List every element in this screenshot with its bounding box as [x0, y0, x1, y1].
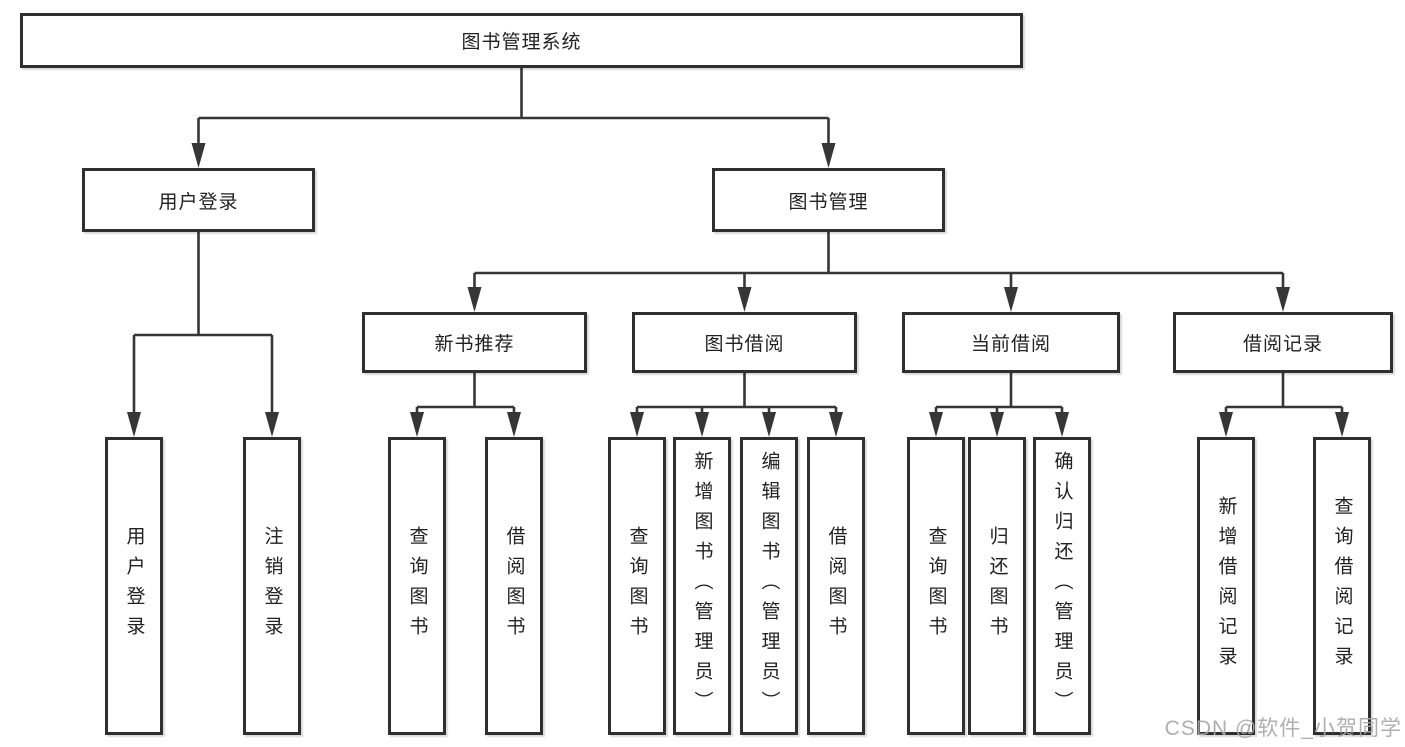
- arrowheads: [127, 143, 1349, 437]
- csdn-watermark: CSDN @软件_小贺同学: [1164, 717, 1402, 740]
- leaf-add-books-admin: 新增图书（管理员）: [673, 437, 731, 735]
- node-user-login: 用户登录: [82, 168, 315, 232]
- node-book-management: 图书管理: [712, 168, 945, 232]
- leaf-borrow-books: 借阅图书: [807, 437, 865, 735]
- leaf-return-books: 归还图书: [968, 437, 1026, 735]
- node-current-borrow: 当前借阅: [902, 312, 1120, 373]
- node-new-book-recommend: 新书推荐: [362, 312, 587, 373]
- leaf-query-books-recommend: 查询图书: [388, 437, 446, 735]
- leaf-edit-books-admin: 编辑图书（管理员）: [740, 437, 798, 735]
- node-system-root: 图书管理系统: [20, 13, 1023, 68]
- leaf-confirm-return-admin: 确认归还（管理员）: [1033, 437, 1091, 735]
- leaf-logout: 注销登录: [243, 437, 301, 735]
- leaf-query-borrow-record: 查询借阅记录: [1313, 437, 1371, 735]
- leaf-query-books-current: 查询图书: [907, 437, 965, 735]
- node-borrow-records: 借阅记录: [1173, 312, 1393, 373]
- leaf-user-login: 用户登录: [105, 437, 163, 735]
- leaf-add-borrow-record: 新增借阅记录: [1197, 437, 1255, 735]
- connector-paths: [132, 68, 1344, 414]
- leaf-borrow-books-recommend: 借阅图书: [485, 437, 543, 735]
- node-book-borrow: 图书借阅: [632, 312, 857, 373]
- leaf-query-books-borrow: 查询图书: [608, 437, 666, 735]
